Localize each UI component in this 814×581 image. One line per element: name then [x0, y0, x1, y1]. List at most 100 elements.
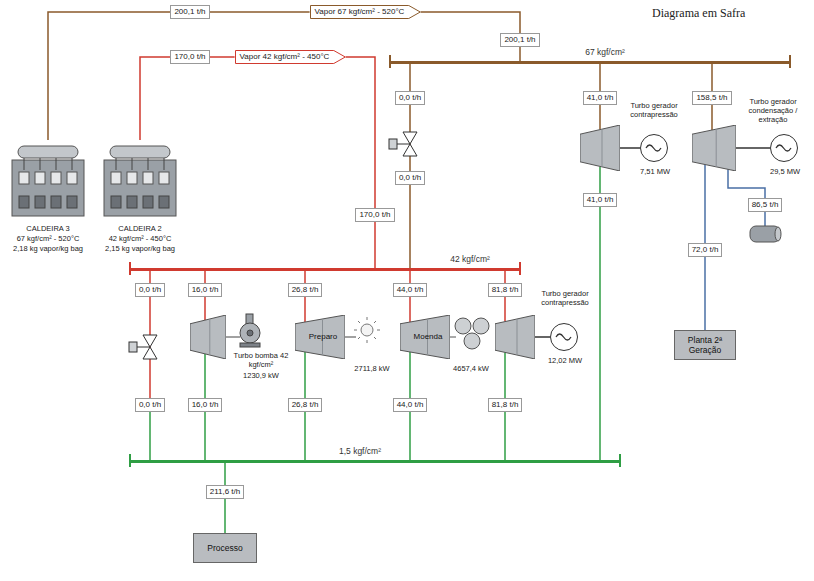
mill-rollers: [450, 318, 489, 349]
steam-line: [304, 271, 306, 283]
steam-line: [409, 271, 411, 283]
steam-header: 42 kgf/cm²: [130, 268, 520, 271]
flow-rate-box: 158,5 t/h: [692, 91, 731, 105]
generator-symbol: [771, 135, 796, 160]
flow-rate-box: 44,0 t/h: [393, 398, 428, 412]
turbine-label: Turbo gerador contrapressão: [537, 289, 593, 307]
flow-rate-box: 0,0 t/h: [395, 91, 425, 105]
header-end-ticks: [130, 55, 790, 467]
power-output: 7,51 MW: [629, 167, 681, 176]
flow-rate: 44,0 t/h: [397, 285, 424, 295]
turbine: Turbo gerador contrapressão: [580, 125, 620, 171]
flow-rate-box: 200,1 t/h: [170, 5, 209, 19]
turbine-label: 4657,4 kW: [444, 364, 498, 373]
steam-line: [374, 222, 376, 268]
destination-name: Processo: [207, 543, 242, 553]
flow-rate: 158,5 t/h: [696, 93, 727, 103]
steam-arrow-box: Vapor 42 kgf/cm² - 450°C: [235, 50, 346, 64]
steam-line: [409, 297, 411, 322]
steam-line: [420, 12, 520, 33]
turbine: Turbo bomba 42 kgf/cm²1230,9 kW: [190, 315, 226, 359]
steam-line: [519, 47, 521, 61]
steam-line: [599, 64, 601, 91]
steam-header: 67 kgf/cm²: [390, 61, 790, 64]
flow-rate: 170,0 t/h: [174, 52, 205, 62]
flow-rate-box: 86,5 t/h: [748, 198, 783, 212]
steam-line: [504, 412, 506, 460]
valve-symbol: [129, 335, 157, 359]
turbine-label: Moenda: [400, 332, 450, 342]
header-pressure: 67 kgf/cm²: [560, 47, 650, 57]
power-output: 12,02 MW: [539, 356, 591, 365]
flow-rate: 16,0 t/h: [192, 400, 219, 410]
flow-rate: 200,1 t/h: [504, 35, 535, 45]
valve-symbol: [389, 132, 417, 156]
turbine-drawing: [495, 315, 535, 359]
flow-rate: 81,8 t/h: [492, 400, 519, 410]
steam-spec: Vapor 67 kgf/cm² - 520°C: [315, 7, 405, 17]
flow-rate: 0,0 t/h: [139, 285, 161, 295]
flow-rate-box: 81,8 t/h: [488, 283, 523, 297]
steam-line: [504, 297, 506, 322]
power-output: 29,5 MW: [759, 167, 811, 176]
flow-rate: 16,0 t/h: [192, 285, 219, 295]
turbine-label: 1230,9 kW: [228, 371, 294, 380]
flow-rate: 211,6 t/h: [210, 487, 241, 497]
turbine: Turbo gerador contrapressão: [495, 315, 535, 359]
steam-line: [535, 336, 550, 338]
generator-symbol: [641, 135, 666, 160]
steam-line: [149, 271, 151, 283]
flow-rate: 170,0 t/h: [359, 210, 390, 220]
boiler-drawing: [8, 140, 88, 220]
header-pressure: 42 kgf/cm²: [430, 254, 510, 264]
flow-rate-box: 41,0 t/h: [583, 193, 618, 207]
header-pressure: 1,5 kgf/cm²: [320, 446, 400, 456]
steam-line: [210, 56, 235, 58]
steam-line: [224, 499, 226, 533]
steam-header: 1,5 kgf/cm²: [130, 460, 620, 463]
steam-line: [409, 412, 411, 460]
steam-line: [409, 64, 411, 91]
steam-line: [204, 297, 206, 320]
steam-spec: Vapor 42 kgf/cm² - 450°C: [240, 52, 330, 62]
flow-rate-box: 0,0 t/h: [135, 398, 165, 412]
destination-name: Planta 2ª Geração: [678, 335, 732, 355]
flow-rate: 44,0 t/h: [397, 400, 424, 410]
flow-rate: 26,8 t/h: [292, 285, 319, 295]
flow-rate: 0,0 t/h: [139, 400, 161, 410]
steam-line: [304, 412, 306, 460]
steam-line: [599, 105, 601, 130]
boiler-label: CALDEIRA 2: [96, 224, 184, 234]
flow-rate-box: 0,0 t/h: [135, 283, 165, 297]
flow-rate-box: 170,0 t/h: [355, 208, 394, 222]
steam-line: [409, 185, 411, 268]
flow-rate-box: 0,0 t/h: [395, 171, 425, 185]
turbine-label: Turbo gerador contrapressão: [624, 101, 684, 119]
flow-rate-box: 26,8 t/h: [288, 283, 323, 297]
steam-line: [504, 352, 506, 398]
boiler-label: CALDEIRA 3: [4, 224, 92, 234]
steam-line: [728, 169, 765, 198]
boiler: CALDEIRA 242 kgf/cm² - 450°C2,15 kg vapo…: [100, 140, 180, 220]
flow-rate: 200,1 t/h: [174, 7, 205, 17]
flow-rate-box: 81,8 t/h: [488, 398, 523, 412]
generator: 12,02 MW: [550, 323, 578, 351]
boiler-label: 2,15 kg vapor/kg bag: [96, 244, 184, 254]
steam-line: [409, 352, 411, 398]
flow-rate-box: 26,8 t/h: [288, 398, 323, 412]
boiler-drawing: [100, 140, 180, 220]
steam-line: [140, 57, 170, 140]
flow-rate: 81,8 t/h: [492, 285, 519, 295]
flow-rate: 26,8 t/h: [292, 400, 319, 410]
steam-line: [304, 352, 306, 398]
generator-symbol: [551, 324, 576, 349]
diagram-title: Diagrama em Safra: [652, 6, 745, 21]
steam-line: [204, 354, 206, 398]
steam-line: [48, 12, 170, 140]
destination-box: Processo: [193, 533, 257, 563]
steam-line: [736, 147, 770, 149]
flow-rate-box: 16,0 t/h: [188, 283, 223, 297]
knife-symbol: [345, 317, 380, 343]
steam-line: [224, 463, 226, 485]
flow-rate: 72,0 t/h: [692, 245, 719, 255]
